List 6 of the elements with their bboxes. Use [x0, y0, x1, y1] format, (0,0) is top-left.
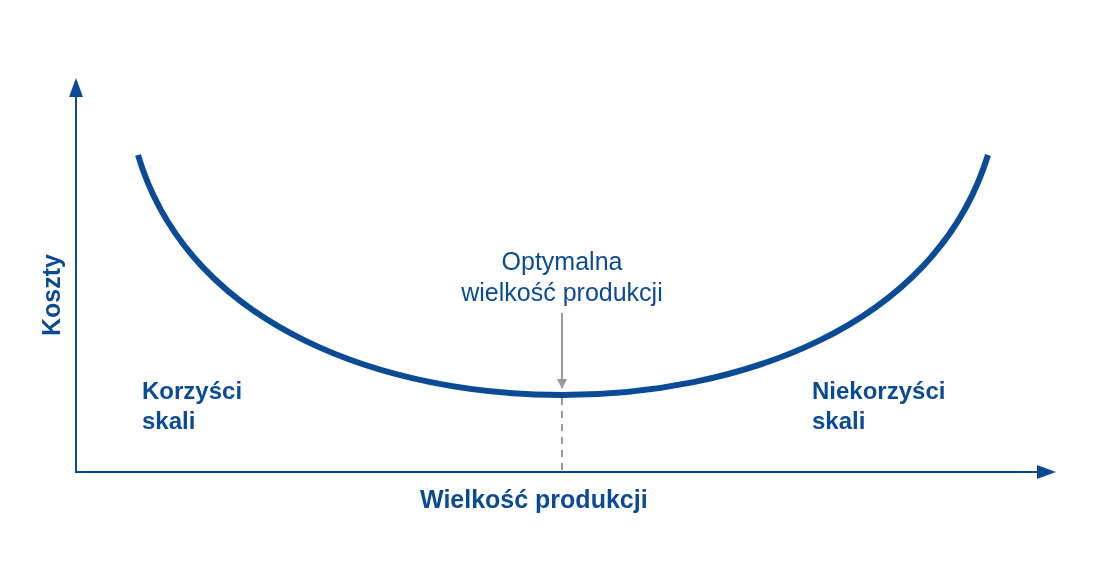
region-label: Niekorzyści skali [812, 376, 946, 436]
axis-title: Koszty [36, 254, 66, 336]
callout-text: Optymalna wielkość produkcji [412, 246, 712, 309]
axis-title: Wielkość produkcji [420, 484, 648, 515]
region-label: Korzyści skali [142, 376, 243, 436]
leader-arrow [557, 312, 567, 389]
